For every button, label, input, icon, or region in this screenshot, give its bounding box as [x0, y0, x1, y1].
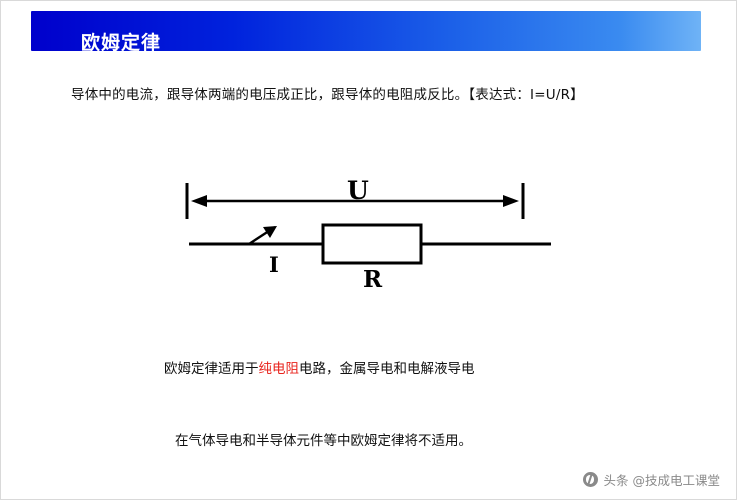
- note-applicable-suffix: 电路，金属导电和电解液导电: [299, 361, 475, 377]
- current-arrow-head: [263, 226, 277, 238]
- watermark-text: 头条 @技成电工课堂: [603, 473, 720, 488]
- note-not-applicable: 在气体导电和半导体元件等中欧姆定律将不适用。: [175, 433, 472, 449]
- note-applicable-highlight: 纯电阻: [258, 361, 300, 377]
- note-applicable: 欧姆定律适用于纯电阻电路，金属导电和电解液导电: [164, 357, 475, 377]
- ohms-law-statement: 导体中的电流，跟导体两端的电压成正比，跟导体的电阻成反比。【表达式：I=U/R】: [71, 87, 584, 103]
- resistor-box: [321, 223, 423, 265]
- circuit-diagram: U I R: [151, 161, 591, 321]
- resistance-label: R: [363, 266, 383, 293]
- voltage-arrow-head-left: [191, 195, 207, 207]
- toutiao-logo-icon: [582, 472, 598, 487]
- title-banner: 欧姆定律: [31, 11, 701, 54]
- voltage-label: U: [347, 176, 369, 205]
- current-label: I: [269, 252, 279, 277]
- page-title: 欧姆定律: [81, 32, 162, 54]
- note-applicable-prefix: 欧姆定律适用于: [164, 361, 259, 377]
- voltage-arrow-head-right: [503, 195, 519, 207]
- watermark: 头条 @技成电工课堂: [582, 470, 720, 489]
